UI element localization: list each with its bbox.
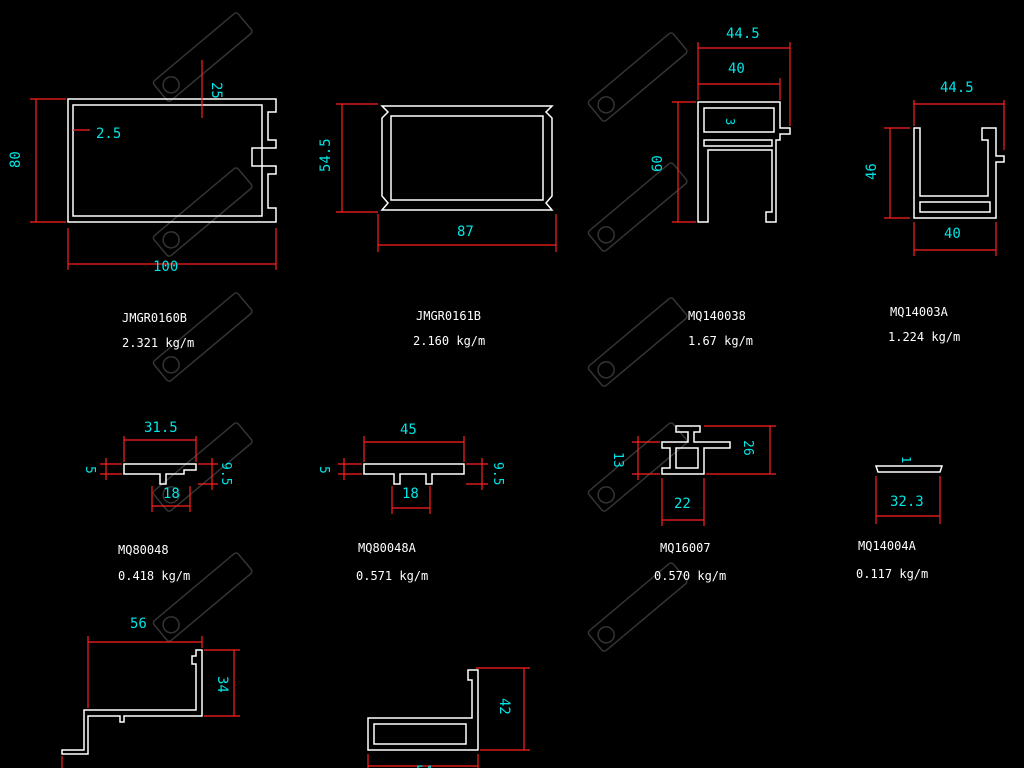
profile-code: JMGR0160B <box>122 311 187 325</box>
profile-code: MQ140038 <box>688 309 746 323</box>
dim-height: 80 <box>8 151 24 168</box>
profile-2-outline <box>380 105 554 211</box>
dim-outer-width: 44.5 <box>940 80 974 96</box>
dim-height: 54.5 <box>318 138 334 172</box>
dim-left: 13 <box>610 452 625 468</box>
dim-width: 22 <box>674 496 691 512</box>
dim-top: 25 <box>208 82 224 99</box>
profile-9-outline <box>61 649 203 755</box>
dim-left: 5 <box>82 466 97 474</box>
profile-mq14003a: 44.5 46 40 MQ14003A 1.224 kg/m <box>864 80 1005 344</box>
watermark-group <box>152 12 688 652</box>
dim-stem: 18 <box>163 486 180 502</box>
dim-top: 1 <box>899 456 913 463</box>
profile-10-outline <box>367 669 479 751</box>
profile-weight: 0.570 kg/m <box>654 569 726 583</box>
profile-weight: 2.321 kg/m <box>122 336 194 350</box>
profile-6-dims <box>338 436 488 514</box>
profile-5-dims <box>100 436 218 512</box>
profile-jmgr0161b: 54.5 87 JMGR0161B 2.160 kg/m <box>318 103 557 348</box>
profile-code: MQ14003A <box>890 305 949 319</box>
profile-weight: 1.224 kg/m <box>888 330 960 344</box>
profile-code: MQ14004A <box>858 539 917 553</box>
dim-width: 40 <box>728 61 745 77</box>
profile-weight: 0.117 kg/m <box>856 567 928 581</box>
profile-mq140038: 44.5 40 60 3 MQ140038 1.67 kg/m <box>650 26 791 348</box>
profile-1-outline <box>67 98 277 223</box>
dim-right: 9.5 <box>218 462 233 485</box>
profile-6-outline <box>363 463 465 485</box>
dim-height: 34 <box>214 676 230 693</box>
profile-5-outline <box>123 463 197 485</box>
dim-height: 42 <box>496 698 512 715</box>
profile-10: 42 54 <box>367 667 530 768</box>
profile-weight: 2.160 kg/m <box>413 334 485 348</box>
dim-height: 46 <box>864 163 880 180</box>
profile-weight: 0.418 kg/m <box>118 569 190 583</box>
profile-9-dims <box>61 636 240 768</box>
dim-width: 31.5 <box>144 420 178 436</box>
dim-width: 54 <box>416 764 433 768</box>
dim-left: 5 <box>316 466 331 474</box>
profile-3-outline <box>697 101 791 223</box>
dim-width: 40 <box>944 226 961 242</box>
profile-code: MQ80048A <box>358 541 417 555</box>
profile-mq14004a: 1 32.3 MQ14004A 0.117 kg/m <box>856 456 944 581</box>
profile-code: JMGR0161B <box>416 309 481 323</box>
profile-7-dims <box>632 425 776 526</box>
profile-code: MQ80048 <box>118 543 169 557</box>
profile-8-outline <box>874 465 944 473</box>
dim-width: 45 <box>400 422 417 438</box>
profile-10-dims <box>367 667 530 768</box>
profile-7-outline <box>661 425 731 475</box>
profile-9: 56 34 <box>61 616 240 768</box>
dim-width: 56 <box>130 616 147 632</box>
dim-outer-width: 44.5 <box>726 26 760 42</box>
profile-mq16007: 13 26 22 MQ16007 0.570 kg/m <box>610 425 776 583</box>
dim-width: 100 <box>153 259 178 275</box>
profile-2-dims <box>336 103 557 252</box>
profile-4-outline <box>913 127 1005 219</box>
profile-mq80048a: 45 5 9.5 18 MQ80048A 0.571 kg/m <box>316 422 505 583</box>
dim-width: 87 <box>457 224 474 240</box>
dim-width: 32.3 <box>890 494 924 510</box>
profile-8-dims <box>875 476 941 524</box>
dim-stem: 18 <box>402 486 419 502</box>
profile-1-dims <box>30 60 277 270</box>
profile-code: MQ16007 <box>660 541 711 555</box>
dim-wall: 2.5 <box>96 126 121 142</box>
profile-weight: 1.67 kg/m <box>688 334 753 348</box>
profile-mq80048: 31.5 5 9.5 18 MQ80048 0.418 kg/m <box>82 420 233 583</box>
dim-height: 60 <box>650 155 666 172</box>
profile-weight: 0.571 kg/m <box>356 569 428 583</box>
dim-right: 9.5 <box>490 462 505 485</box>
profile-4-dims <box>884 100 1005 256</box>
dim-right: 26 <box>740 440 755 456</box>
profile-jmgr0160b: 80 100 2.5 25 JMGR0160B 2.321 kg/m <box>8 60 277 350</box>
profile-3-dims <box>672 42 791 223</box>
dim-inner: 3 <box>723 118 737 125</box>
